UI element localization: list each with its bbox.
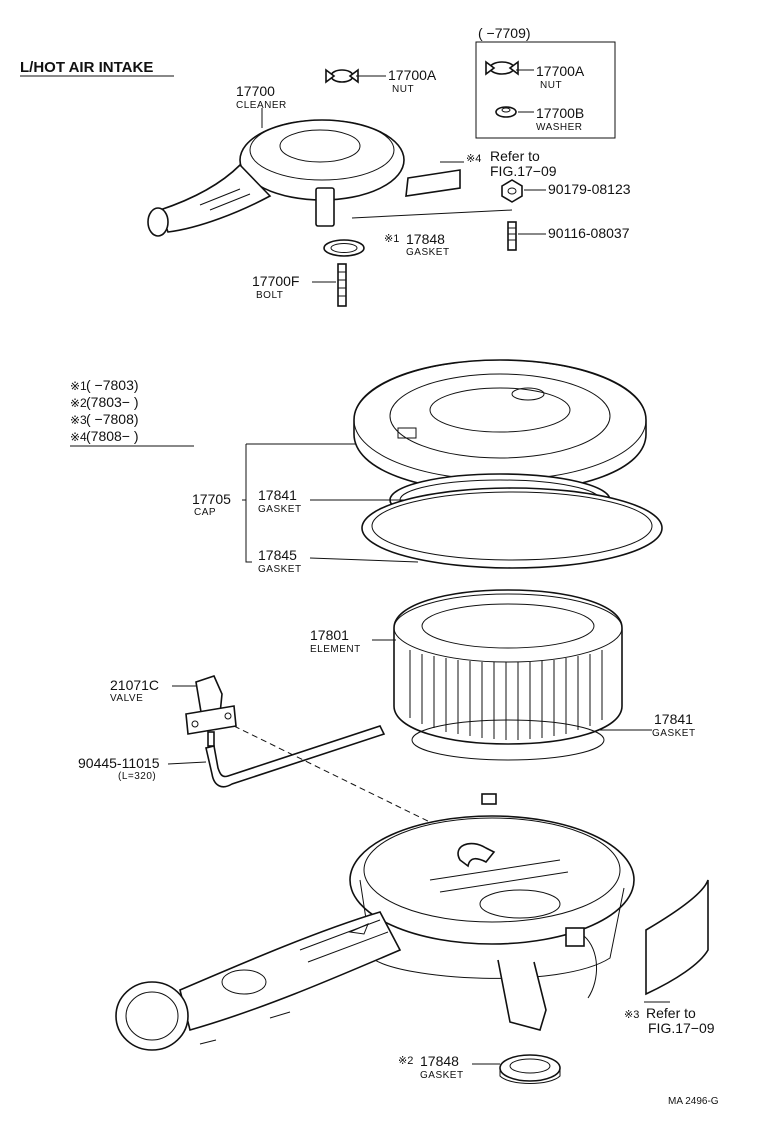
refer-bot-line2: FIG.17−09 bbox=[648, 1020, 715, 1036]
hose-length: (L=320) bbox=[118, 771, 156, 782]
refer-top-line2: FIG.17−09 bbox=[490, 163, 557, 179]
bolt-name: BOLT bbox=[256, 290, 283, 301]
nut-name: NUT bbox=[392, 84, 414, 95]
refer-bot-mark: ※3 bbox=[624, 1009, 639, 1021]
variant-legend: ※1 ( −7803) ※2 (7803− ) ※3 ( −7808) ※4 (… bbox=[70, 377, 194, 447]
wing-nut-box-icon bbox=[485, 60, 519, 76]
gasket-17845-icon bbox=[361, 487, 663, 569]
hex-nut-icon bbox=[501, 179, 523, 203]
variant-box bbox=[475, 41, 616, 139]
svg-text:※3: ※3 bbox=[70, 413, 87, 427]
valve-icon bbox=[185, 675, 237, 747]
gasket-17841a-number: 17841 bbox=[258, 487, 297, 503]
washer-name: WASHER bbox=[536, 122, 583, 133]
part-90179: 90179-08123 bbox=[548, 181, 631, 197]
cap-name: CAP bbox=[194, 507, 216, 518]
gasket-17845-name: GASKET bbox=[258, 564, 302, 575]
refer-top-line1: Refer to bbox=[490, 148, 540, 164]
part-90116: 90116-08037 bbox=[548, 225, 630, 241]
gasket-top-name: GASKET bbox=[406, 247, 450, 258]
diagram-title: L/HOT AIR INTAKE bbox=[20, 59, 153, 76]
bolt-icon bbox=[337, 263, 347, 307]
gasket-top-number: 17848 bbox=[406, 231, 445, 247]
svg-text:( −7803): ( −7803) bbox=[86, 377, 139, 393]
refer-top-mark: ※4 bbox=[466, 153, 481, 165]
gasket-17845-number: 17845 bbox=[258, 547, 297, 563]
refer-bot-line1: Refer to bbox=[646, 1005, 696, 1021]
air-cleaner-assembly-icon bbox=[147, 119, 405, 237]
washer-icon bbox=[495, 106, 517, 118]
cleaner-name: CLEANER bbox=[236, 100, 287, 111]
stud-bolt-icon bbox=[507, 221, 517, 251]
air-cleaner-case-icon bbox=[115, 793, 635, 1051]
hose-icon bbox=[205, 725, 386, 788]
nut-number: 17700A bbox=[388, 67, 437, 83]
gasket-top-mark: ※1 bbox=[384, 233, 399, 245]
box-nut-name: NUT bbox=[540, 80, 562, 91]
hose-number: 90445-11015 bbox=[78, 755, 160, 771]
gasket-bottom-icon bbox=[499, 1054, 561, 1084]
valve-name: VALVE bbox=[110, 693, 143, 704]
cleaner-number: 17700 bbox=[236, 83, 275, 99]
bolt-number: 17700F bbox=[252, 273, 299, 289]
wing-nut-icon bbox=[325, 68, 359, 84]
svg-text:※2: ※2 bbox=[70, 396, 87, 410]
element-name: ELEMENT bbox=[310, 644, 361, 655]
box-nut-number: 17700A bbox=[536, 63, 585, 79]
drawing-code: MA 2496-G bbox=[668, 1096, 719, 1107]
svg-text:※4: ※4 bbox=[70, 430, 87, 444]
svg-text:(7803− ): (7803− ) bbox=[86, 394, 139, 410]
svg-text:( −7808): ( −7808) bbox=[86, 411, 139, 427]
filter-element-icon bbox=[393, 589, 623, 761]
box-range: ( −7709) bbox=[478, 25, 531, 41]
gasket-top-icon bbox=[323, 239, 365, 257]
gasket-17841b-name: GASKET bbox=[652, 728, 696, 739]
gasket-bot-name: GASKET bbox=[420, 1070, 464, 1081]
element-number: 17801 bbox=[310, 627, 349, 643]
cap-number: 17705 bbox=[192, 491, 231, 507]
gasket-17841b-number: 17841 bbox=[654, 711, 693, 727]
gasket-17841a-name: GASKET bbox=[258, 504, 302, 515]
heat-shield-icon bbox=[405, 169, 461, 197]
gasket-bot-mark: ※2 bbox=[398, 1055, 413, 1067]
svg-text:(7808− ): (7808− ) bbox=[86, 428, 139, 444]
svg-text:※1: ※1 bbox=[70, 379, 87, 393]
washer-number: 17700B bbox=[536, 105, 584, 121]
cap-icon bbox=[353, 359, 647, 493]
heat-shield-bottom-icon bbox=[645, 879, 709, 996]
gasket-bot-number: 17848 bbox=[420, 1053, 459, 1069]
valve-number: 21071C bbox=[110, 677, 159, 693]
